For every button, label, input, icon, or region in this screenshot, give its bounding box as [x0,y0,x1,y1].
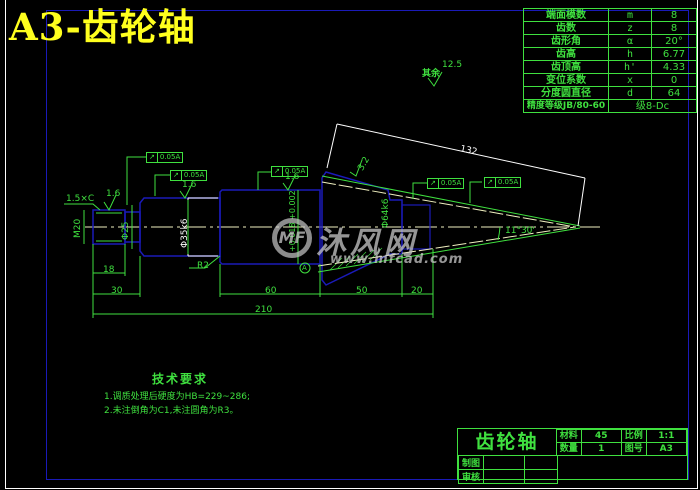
checked-label: 审核 [458,469,484,484]
watermark-logo-icon: MF [272,218,312,258]
drawing-number-value: A3 [645,442,688,456]
tech-heading: 技术要求 [152,372,209,386]
scale-value: 1:1 [645,429,688,443]
drawn-name [483,455,525,470]
runout-icon: ↗ [485,178,496,187]
length-210: 210 [255,305,273,315]
title-block: 齿轮轴 材料 45 比例 1:1 数量 1 图号 A3 制图 审核 [457,428,688,484]
checked-date [524,469,558,484]
roughness-label-1: 1.6 [106,189,121,199]
checked-name [483,469,525,484]
runout-frame-1: ↗ 0.05A [146,152,184,163]
signature-grid: 制图 审核 [458,455,558,484]
part-name: 齿轮轴 [458,429,557,456]
thread-dimension: M20 [73,218,83,238]
diameter-25: Φ25 [121,221,131,240]
runout-icon: ↗ [428,179,439,188]
drawing-border [46,10,689,480]
roughness-label: 其余 [422,69,441,79]
scale-label: 比例 [620,429,647,443]
material-label: 材料 [556,429,582,443]
length-18: 18 [103,265,115,275]
watermark-text: 沐风网 [316,226,418,261]
runout-icon: ↗ [272,167,283,176]
drawn-label: 制图 [458,455,484,470]
roughness-value: 12.5 [442,60,463,70]
runout-frame-2: ↗ 0.05A [170,170,208,181]
datum-a: A [302,264,307,272]
drawing-number-label: 图号 [620,442,647,456]
radius-label: R2 [197,261,209,271]
runout-frame-3: ↗ 0.05A [271,166,309,177]
length-20: 20 [411,286,423,296]
length-30: 30 [111,286,123,296]
cone-angle: 11°30' [505,226,535,236]
watermark: MF 沐风网 www.mfcad.com [270,218,462,267]
length-60: 60 [265,286,277,296]
sheet-title: A3-齿轮轴 [9,5,196,49]
runout-icon: ↗ [171,171,182,180]
tech-line-1: 1.调质处理后硬度为HB=229~286; [104,392,250,402]
quantity-label: 数量 [556,442,582,456]
diameter-35: Φ35k6 [180,218,190,248]
roughness-label-2: 1.6 [182,180,197,190]
runout-frame-5: ↗ 0.05A [484,177,522,188]
runout-frame-4: ↗ 0.05A [427,178,465,189]
length-50: 50 [356,286,368,296]
drawn-date [524,455,558,470]
roughness-note: 其余 12.5 [422,60,462,79]
watermark-url: www.mfcad.com [330,252,464,267]
roughness-label-3: 1.6 [285,172,300,182]
runout-icon: ↗ [147,153,158,162]
title-block-grid: 材料 45 比例 1:1 数量 1 图号 A3 [556,429,688,456]
tech-line-2: 2.未注倒角为C1,未注圆角为R3。 [104,406,239,416]
quantity-value: 1 [580,442,622,456]
material-value: 45 [580,429,622,443]
outer-frame [5,0,698,489]
chamfer-label: 1.5×C [66,194,95,204]
